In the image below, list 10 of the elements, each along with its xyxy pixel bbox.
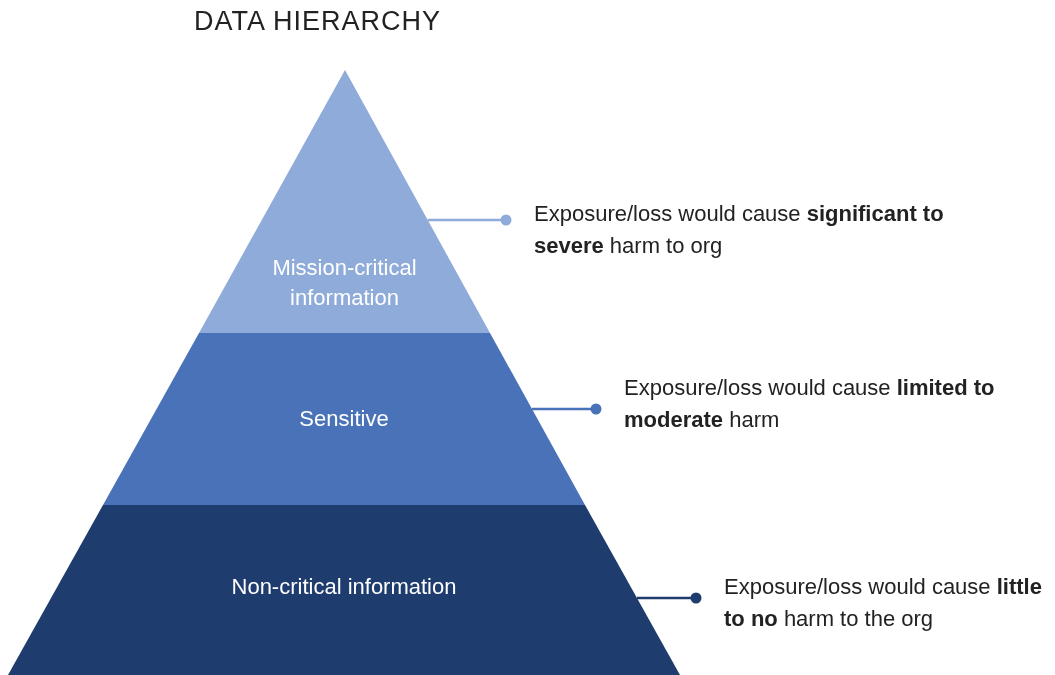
tier-label: Sensitive	[298, 405, 390, 433]
title: DATA HIERARCHY	[194, 6, 442, 37]
tier-label: Mission-critical information	[271, 254, 418, 312]
description-text: Exposure/loss would cause significant to severe harm to org	[534, 200, 945, 260]
tier-label: Non-critical information	[230, 573, 458, 601]
leader-line	[427, 214, 512, 226]
leader-line	[636, 592, 702, 604]
description-text: Exposure/loss would cause little to no harm to the org	[724, 573, 1043, 633]
leader-line	[532, 403, 602, 415]
description-text: Exposure/loss would cause limited to moderate harm	[624, 374, 996, 434]
